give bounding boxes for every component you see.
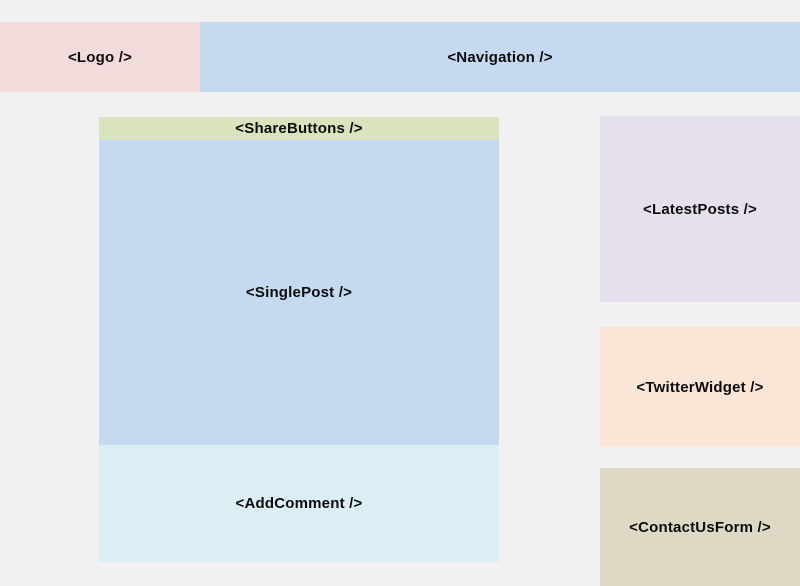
add-comment-component: <AddComment /> [99,445,499,562]
latest-posts-component-label: <LatestPosts /> [643,200,757,218]
add-comment-component-label: <AddComment /> [235,495,363,512]
share-buttons-component: <ShareButtons /> [99,117,499,140]
logo-component: <Logo /> [0,22,200,92]
twitter-widget-component-label: <TwitterWidget /> [636,378,764,396]
latest-posts-component: <LatestPosts /> [600,116,800,302]
single-post-component-label: <SinglePost /> [245,284,353,301]
single-post-component: <SinglePost /> [99,140,499,445]
contact-us-form-component-label: <ContactUsForm /> [629,518,771,536]
navigation-component: <Navigation /> [200,22,800,92]
twitter-widget-component: <TwitterWidget /> [600,327,800,447]
logo-component-label: <Logo /> [67,48,133,66]
contact-us-form-component: <ContactUsForm /> [600,468,800,586]
share-buttons-component-label: <ShareButtons /> [235,120,363,137]
navigation-component-label: <Navigation /> [447,48,553,66]
